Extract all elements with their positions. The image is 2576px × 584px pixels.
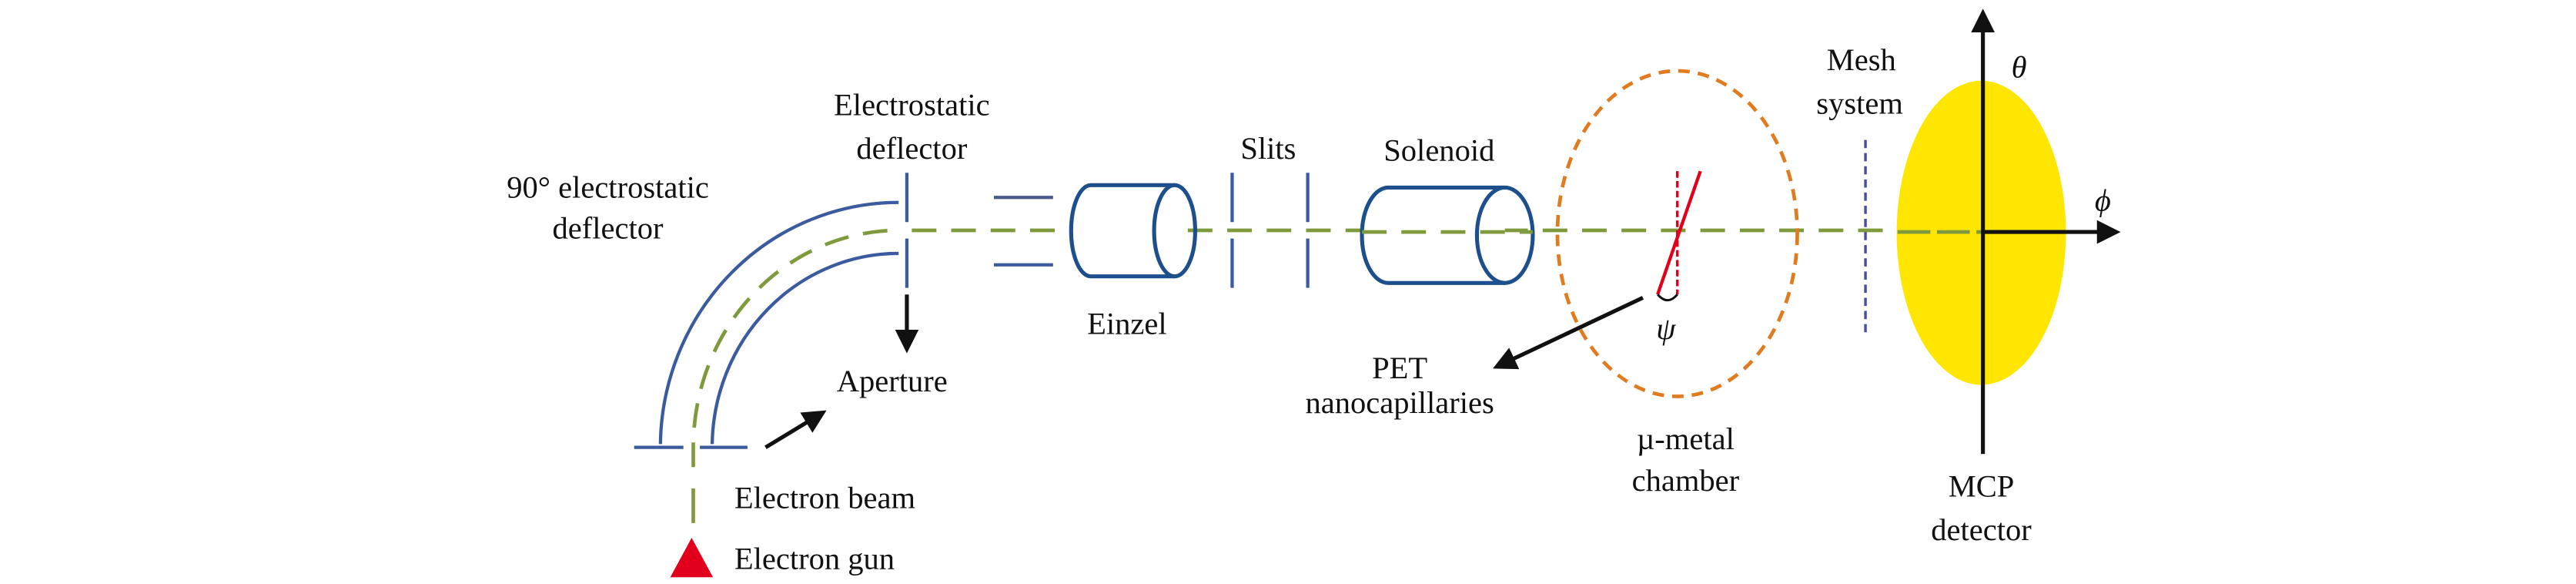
label-electron-gun: Electron gun [734,542,895,576]
label-mu-metal-1: µ-metal [1637,421,1735,456]
label-electron-beam: Electron beam [734,481,915,515]
aperture-arrow-diagonal-icon [764,410,827,449]
label-mesh-2: system [1816,86,1903,120]
electron-gun-icon [670,538,714,578]
label-electrostatic-deflector-1: Electrostatic [834,88,990,123]
label-mcp-2: detector [1931,512,2032,547]
label-psi: ψ [1656,311,1676,346]
label-mcp-1: MCP [1949,469,2015,504]
label-mesh-1: Mesh [1827,42,1896,77]
label-pet-2: nanocapillaries [1305,385,1494,420]
mu-metal-chamber [1555,69,1799,398]
label-mu-metal-2: chamber [1632,463,1740,498]
label-theta: θ [2012,50,2027,85]
label-deflector-90-2: deflector [553,211,664,246]
pet-arrow-icon [1493,296,1644,370]
label-pet-1: PET [1372,351,1427,385]
label-deflector-90-1: 90° electrostatic [507,169,709,204]
psi-angle-arc [1657,294,1678,302]
slits [1230,173,1310,288]
einzel-lens [994,183,1197,279]
electron-beam-curved [691,228,899,468]
pet-capillary [1656,170,1702,295]
label-electrostatic-deflector-2: deflector [856,131,968,166]
label-aperture: Aperture [837,364,948,398]
label-slits: Slits [1240,131,1296,166]
label-solenoid: Solenoid [1383,133,1494,167]
deflector-90 [634,200,899,449]
solenoid [1360,185,1535,285]
label-phi: ϕ [2095,183,2111,217]
label-einzel: Einzel [1087,306,1167,341]
